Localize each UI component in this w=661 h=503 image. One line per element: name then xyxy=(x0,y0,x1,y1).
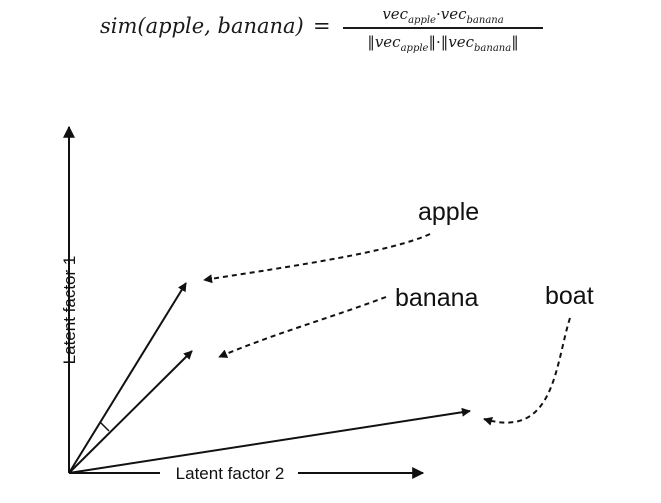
numerator-sub-banana: banana xyxy=(466,15,504,26)
norm-open-2: ‖ xyxy=(440,32,449,51)
boat-label: boat xyxy=(545,282,594,310)
norm-open-1: ‖ xyxy=(367,32,375,51)
denominator-dot: · xyxy=(435,32,441,51)
formula-denominator: ‖vecapple‖·‖vecbanana‖ xyxy=(343,30,543,54)
norm-close-1: ‖ xyxy=(428,32,436,51)
formula-lhs: sim(apple, banana) xyxy=(100,14,304,38)
banana-label: banana xyxy=(395,284,479,312)
formula-fraction: vecapple·vecbanana ‖vecapple‖·‖vecbanana… xyxy=(343,2,543,54)
denominator-sub-banana: banana xyxy=(474,42,512,54)
numerator-sub-apple: apple xyxy=(408,15,436,26)
similarity-formula: sim(apple, banana) = vecapple·vecbanana … xyxy=(100,0,570,72)
denominator-vec-banana: vec xyxy=(448,32,475,51)
numerator-vec-banana: vec xyxy=(440,5,467,23)
numerator-vec-apple: vec xyxy=(382,5,409,23)
boat-pointer xyxy=(483,317,571,426)
y-axis-label: Latent factor 1 xyxy=(60,256,79,365)
formula-numerator: vecapple·vecbanana xyxy=(343,2,543,26)
angle-marker xyxy=(99,421,110,432)
formula-equals: = xyxy=(313,14,331,38)
apple-label: apple xyxy=(418,198,479,226)
x-axis-label: Latent factor 2 xyxy=(176,464,285,483)
denominator-vec-apple: vec xyxy=(374,32,401,51)
apple-pointer xyxy=(203,233,431,284)
fraction-bar xyxy=(343,27,543,29)
apple-vector xyxy=(68,282,187,474)
numerator-dot: · xyxy=(435,5,441,23)
denominator-sub-apple: apple xyxy=(400,42,429,54)
boat-vector xyxy=(68,407,471,474)
norm-close-2: ‖ xyxy=(511,32,519,51)
banana-vector xyxy=(68,350,193,474)
banana-pointer xyxy=(218,296,387,358)
